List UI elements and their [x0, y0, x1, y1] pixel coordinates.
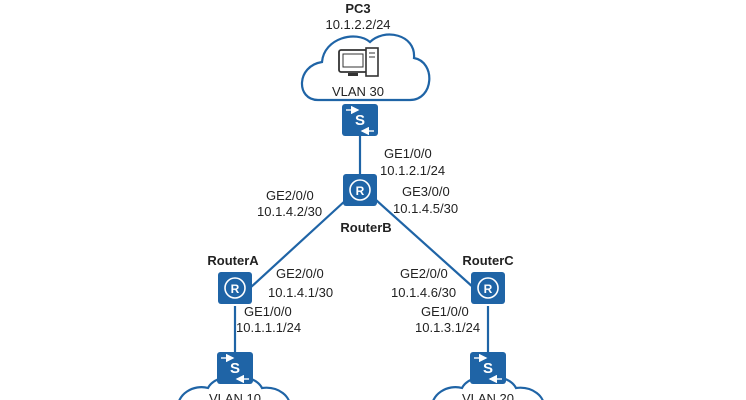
- pc3-name: PC3: [345, 1, 370, 16]
- router-b-ge100-port: GE1/0/0: [384, 146, 432, 161]
- switch-glyph: S: [355, 112, 365, 129]
- router-b[interactable]: R: [343, 174, 377, 206]
- router-b-ge300-ip: 10.1.4.5/30: [393, 201, 458, 216]
- pc-icon: [338, 47, 379, 77]
- switch-glyph: S: [230, 360, 240, 377]
- link-routerb-routera: [249, 199, 347, 289]
- switch-vlan20[interactable]: S: [470, 352, 506, 384]
- switch-vlan30[interactable]: S: [342, 104, 378, 136]
- pc3-ip: 10.1.2.2/24: [325, 17, 390, 32]
- vlan10-label: VLAN 10: [209, 391, 261, 400]
- router-b-ge200-ip: 10.1.4.2/30: [257, 204, 322, 219]
- router-c-name: RouterC: [462, 253, 514, 268]
- router-a-ge100-ip: 10.1.1.1/24: [236, 320, 301, 335]
- router-a-name: RouterA: [207, 253, 259, 268]
- router-a[interactable]: R: [218, 272, 252, 304]
- router-b-ge200-port: GE2/0/0: [266, 188, 314, 203]
- router-c-ge200-ip: 10.1.4.6/30: [391, 285, 456, 300]
- vlan20-label: VLAN 20: [462, 391, 514, 400]
- vlan30-label: VLAN 30: [332, 84, 384, 99]
- router-c[interactable]: R: [471, 272, 505, 304]
- router-a-ge200-port: GE2/0/0: [276, 266, 324, 281]
- router-a-ge100-port: GE1/0/0: [244, 304, 292, 319]
- router-b-ge300-port: GE3/0/0: [402, 184, 450, 199]
- switch-glyph: S: [483, 360, 493, 377]
- router-b-ge100-ip: 10.1.2.1/24: [380, 163, 445, 178]
- vlan30-cloud: VLAN 30: [300, 33, 431, 102]
- router-b-name: RouterB: [340, 220, 391, 235]
- router-c-ge200-port: GE2/0/0: [400, 266, 448, 281]
- router-a-glyph: R: [231, 282, 240, 296]
- router-c-glyph: R: [484, 282, 493, 296]
- switch-vlan10[interactable]: S: [217, 352, 253, 384]
- router-a-ge200-ip: 10.1.4.1/30: [268, 285, 333, 300]
- link-routerb-routerc: [375, 199, 475, 289]
- router-c-ge100-ip: 10.1.3.1/24: [415, 320, 480, 335]
- router-c-ge100-port: GE1/0/0: [421, 304, 469, 319]
- router-b-glyph: R: [356, 184, 365, 198]
- links: [233, 136, 490, 352]
